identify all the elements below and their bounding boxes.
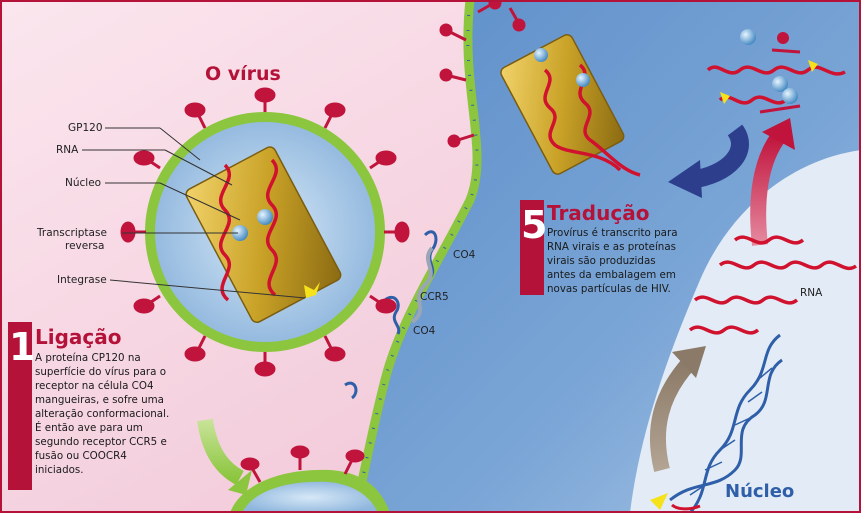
step5-title: Tradução bbox=[547, 201, 649, 225]
budding-virus bbox=[230, 445, 390, 513]
dna-helix bbox=[650, 333, 783, 513]
label-co4-bottom: CO4 bbox=[413, 325, 436, 337]
virus-title: O vírus bbox=[205, 63, 281, 85]
step1-line: superfície do vírus para o bbox=[35, 366, 166, 378]
membrane-spikes bbox=[439, 0, 526, 148]
step5-line: RNA virais e as proteínas bbox=[547, 241, 676, 253]
label-transcriptase: Transcriptase bbox=[36, 227, 107, 239]
step1-title: Ligação bbox=[35, 325, 122, 349]
label-ccr5: CCR5 bbox=[420, 291, 449, 303]
label-reversa: reversa bbox=[65, 240, 104, 252]
step1-number-box bbox=[8, 322, 32, 490]
step1-line: A proteína CP120 na bbox=[35, 352, 141, 364]
step1-line: segundo receptor CCR5 e bbox=[35, 436, 167, 448]
navy-arrow bbox=[688, 124, 749, 189]
pink-arrow-head bbox=[762, 118, 795, 150]
label-leaders bbox=[82, 127, 306, 299]
step5-text: Provírus é transcrito para RNA virais e … bbox=[547, 227, 678, 295]
step1-line: alteração conformacional. bbox=[35, 408, 169, 420]
step5-line: virais são produzidas bbox=[547, 255, 656, 267]
tan-arrow-head bbox=[672, 346, 706, 378]
step5-number: 5 bbox=[521, 203, 547, 247]
step1-number: 1 bbox=[9, 325, 35, 369]
label-integrase: Integrase bbox=[57, 274, 107, 286]
step5-line: Provírus é transcrito para bbox=[547, 227, 678, 239]
label-gp120: GP120 bbox=[68, 122, 103, 134]
label-nucleo-inner: Núcleo bbox=[65, 177, 101, 189]
integrase-shape bbox=[304, 282, 320, 298]
navy-arrow-head bbox=[668, 160, 702, 198]
reverse-transcriptase-2 bbox=[232, 225, 248, 241]
receptors bbox=[344, 230, 438, 400]
step5-number-box bbox=[520, 200, 544, 295]
pink-arrow bbox=[750, 130, 787, 246]
step5-line: novas partículas de HIV. bbox=[547, 283, 671, 295]
virus-rna-strand-2 bbox=[265, 158, 279, 297]
step1-line: É então ave para um bbox=[35, 421, 143, 434]
tan-arrow bbox=[649, 356, 697, 472]
step1-line: fusão ou COOCR4 bbox=[35, 450, 127, 462]
reverse-transcriptase bbox=[257, 209, 273, 225]
step5-line: antes da embalagem em bbox=[547, 269, 676, 281]
label-rna-right: RNA bbox=[800, 287, 823, 299]
step1-line: mangueiras, e sofre uma bbox=[35, 394, 164, 406]
green-arrow bbox=[197, 418, 245, 486]
new-capsid bbox=[500, 34, 641, 177]
green-arrow-head bbox=[228, 470, 252, 495]
step1-line: iniciados. bbox=[35, 464, 84, 476]
label-co4-top: CO4 bbox=[453, 249, 476, 261]
step1-line: receptor na célula CO4 bbox=[35, 380, 154, 392]
virus-spikes bbox=[120, 87, 410, 377]
rna-strands bbox=[688, 235, 858, 335]
viral-proteins bbox=[706, 29, 846, 114]
virus-particle bbox=[120, 87, 410, 377]
step1-text: A proteína CP120 na superfície do vírus … bbox=[35, 352, 169, 476]
label-rna: RNA bbox=[56, 144, 79, 156]
nucleus-label: Núcleo bbox=[725, 481, 794, 502]
